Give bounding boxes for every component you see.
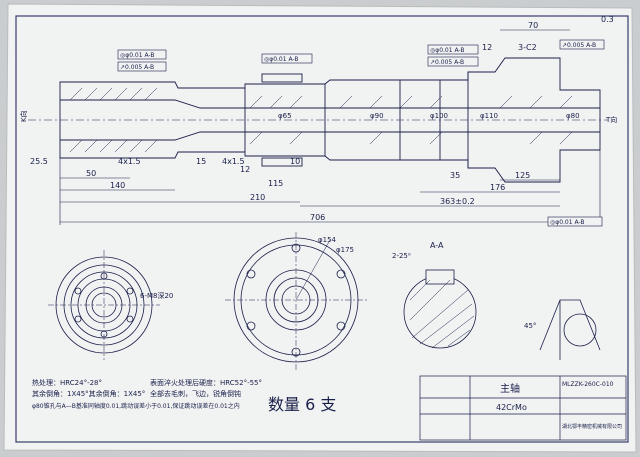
- tol-box-3: ◎φ0.01 A-B: [264, 56, 299, 63]
- view-label-k: K向: [19, 110, 28, 122]
- dim-phi175: φ175: [336, 246, 354, 254]
- dim-m8: 6-M8深20: [140, 291, 173, 300]
- dim-12: 12: [240, 165, 250, 174]
- tol-box-5: ↗0.005 A-B: [430, 59, 464, 66]
- dimension-lines: [59, 29, 601, 225]
- tolerance-frames: [117, 39, 605, 227]
- section-label-a-a: A-A: [430, 241, 444, 250]
- section-a-a: [403, 269, 477, 349]
- dim-35: 35: [450, 171, 460, 180]
- dim-45-deg: 45°: [524, 322, 536, 330]
- note-chamfer: 其余倒角：1X45°其余倒角：1X45°: [32, 389, 145, 398]
- dim-3-c2: 3-C2: [518, 43, 537, 52]
- title-part-name: 主轴: [500, 382, 520, 395]
- dim-363: 363±0.2: [440, 197, 475, 206]
- dim-2-25: 2-25⁰: [392, 252, 411, 260]
- dim-phi90: φ90: [370, 112, 384, 120]
- dim-10: 10: [290, 157, 300, 166]
- title-company: 湖北鄂丰精密机械有限公司: [562, 423, 622, 430]
- dim-phi65: φ65: [278, 112, 292, 120]
- dim-25-5: 25.5: [30, 157, 48, 166]
- tol-box-1: ◎φ0.01 A-B: [120, 52, 155, 59]
- note-hardness: 表面淬火处理后硬度：HRC52°-55°: [150, 378, 262, 387]
- dim-4x1-5-mid: 4x1.5: [222, 157, 245, 166]
- handwritten-quantity: 数量 6 支: [268, 395, 336, 414]
- tol-box-7: ↗0.005 A-B: [562, 42, 596, 49]
- roughness-note: 0.3: [601, 15, 614, 24]
- drawing-frame: [15, 15, 629, 443]
- dim-210: 210: [250, 193, 265, 202]
- title-drawing-no: MLZZK-260C-010: [562, 381, 614, 388]
- t-view: [225, 232, 368, 370]
- k-view: [48, 250, 160, 360]
- dim-4x1-5-left: 4x1.5: [118, 157, 141, 166]
- note-coaxiality: φ80锥孔与A—B基准同轴度0.01,跳动误差小于0.01,保证跳动误差在0.0…: [32, 402, 240, 410]
- dim-phi80: φ80: [566, 112, 580, 120]
- dim-phi110: φ110: [480, 112, 498, 120]
- dim-50: 50: [86, 169, 96, 178]
- dim-15: 15: [196, 157, 206, 166]
- note-deburr: 全部去毛刺，飞边，锐角倒钝: [150, 389, 241, 398]
- paper: [3, 3, 637, 453]
- dim-140: 140: [110, 181, 125, 190]
- dim-706: 706: [310, 213, 325, 222]
- note-heat-treatment: 热处理：HRC24°-28°: [32, 378, 102, 387]
- dim-phi154: φ154: [318, 236, 337, 244]
- view-label-t: T向: [605, 115, 617, 124]
- dim-70: 70: [528, 21, 538, 30]
- title-block: [419, 375, 627, 441]
- tol-box-2: ↗0.005 A-B: [120, 64, 154, 71]
- dim-phi100: φ100: [430, 112, 448, 120]
- dim-176: 176: [490, 183, 505, 192]
- tol-box-4: ◎φ0.01 A-B: [430, 47, 465, 54]
- dim-115: 115: [268, 179, 283, 188]
- detail-view: [539, 299, 601, 360]
- title-material: 42CrMo: [496, 403, 527, 412]
- tol-box-6: ◎φ0.01 A-B: [550, 219, 585, 226]
- dim-12-top: 12: [482, 43, 492, 52]
- shaft-main-view: [28, 57, 608, 183]
- dim-125: 125: [515, 171, 530, 180]
